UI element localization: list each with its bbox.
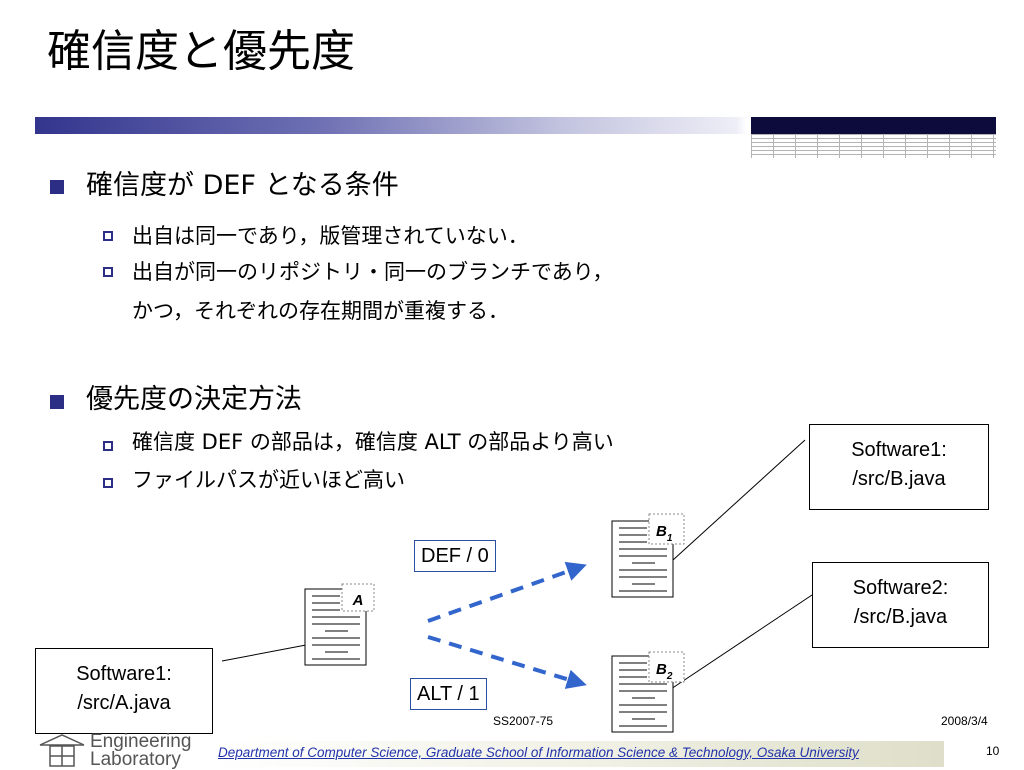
footer-org: Department of Computer Science, Graduate… [218,745,859,760]
document-b1-label: B1 [656,523,673,544]
logo-text-line1: Engineering [90,731,192,752]
callout-line: Software1: [851,439,947,461]
footer-band [216,741,944,767]
section-heading-priority: 優先度の決定方法 [86,384,302,415]
slide-title: 確信度と優先度 [47,26,355,77]
document-a-icon [304,583,375,666]
connector-line [661,594,813,696]
title-band-grid-pattern [751,134,996,158]
callout-line: Software1: [76,663,172,685]
callout-line: Software2: [852,577,949,599]
def-edge-label: DEF / 0 [414,540,496,572]
bullet-square-icon [50,180,64,194]
footer-code: SS2007-75 [493,714,554,728]
sub-item: 出自は同一であり，版管理されていない． [132,224,529,248]
engineering-lab-logo-icon [39,734,85,767]
document-b2-icon [611,651,685,733]
alt-edge-label: ALT / 1 [410,678,487,710]
sub-bullet-square-icon [103,267,113,277]
document-b2-label: B2 [656,661,673,682]
callout-line: /src/B.java [853,606,948,628]
sub-item: 確信度 DEF の部品は，確信度 ALT の部品より高い [132,430,614,454]
def-arrow [427,561,587,623]
logo-text-line2: Laboratory [90,749,181,770]
sub-item: 出自が同一のリポジトリ・同一のブランチであり， [132,260,614,284]
sub-item-continuation: かつ，それぞれの存在期間が重複する． [132,299,509,323]
bullet-square-icon [50,395,64,409]
connector-line [221,644,307,662]
section-heading-confidence: 確信度が DEF となる条件 [86,170,399,201]
sub-item: ファイルパスが近いほど高い [132,468,405,492]
callout-software2-b: Software2: /src/B.java [812,562,989,648]
document-a-label: A [352,592,364,609]
sub-bullet-square-icon [103,441,113,451]
callout-software1-b: Software1: /src/B.java [809,424,989,510]
page-number: 10 [986,744,1000,758]
title-band-dark-block [751,117,996,134]
footer-date: 2008/3/4 [941,714,988,728]
sub-bullet-square-icon [103,231,113,241]
callout-line: /src/A.java [77,692,171,714]
callout-line: /src/B.java [852,468,946,490]
connector-line [661,439,806,571]
alt-arrow [427,635,587,689]
document-b1-icon [611,513,685,598]
sub-bullet-square-icon [103,478,113,488]
callout-software1-a: Software1: /src/A.java [35,648,213,734]
